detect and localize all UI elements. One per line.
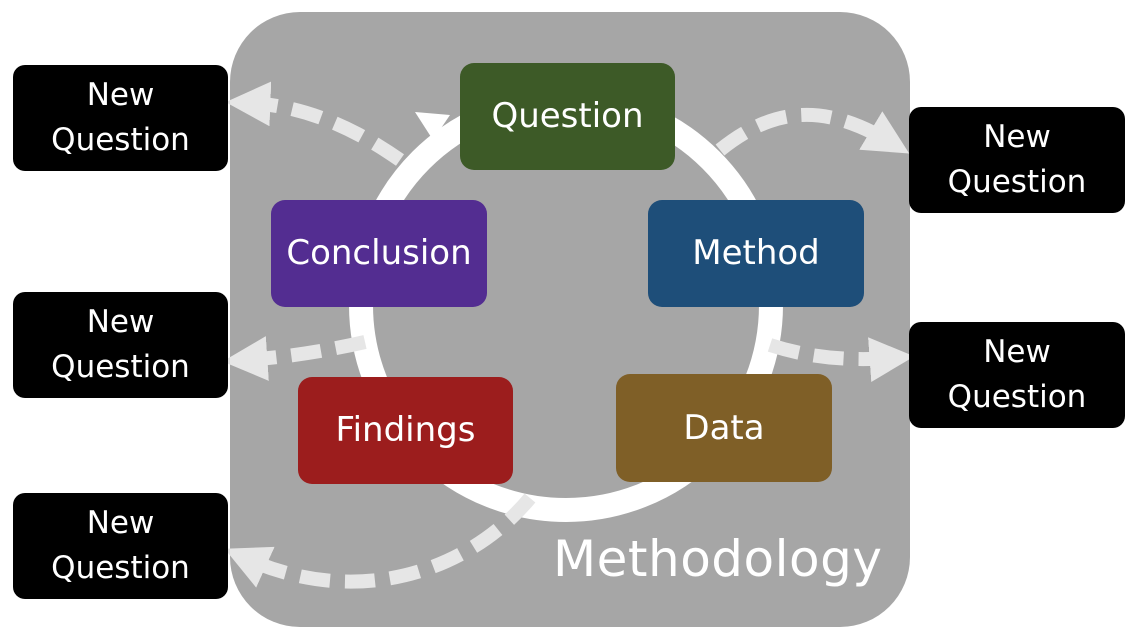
new-question-line2: Question — [947, 379, 1087, 415]
step-conclusion: Conclusion — [271, 200, 487, 307]
dashed-arrow-to-new-question-top-left — [225, 81, 405, 166]
panel-label: Methodology — [553, 530, 883, 588]
new-question-line2: Question — [51, 122, 190, 158]
new-question-line1: New — [86, 505, 155, 542]
step-method: Method — [648, 200, 864, 307]
new-question-line2: Question — [51, 349, 190, 385]
step-data: Data — [616, 374, 832, 482]
step-findings: Findings — [298, 377, 513, 484]
new-question-line1: New — [983, 119, 1051, 156]
new-question-line1: New — [86, 304, 155, 341]
new-question-line1: New — [86, 77, 155, 114]
dashed-arrow-to-new-question-middle-left — [222, 335, 367, 381]
dashed-arrow-to-new-question-bottom-left — [224, 493, 536, 589]
dashed-arrow-to-new-question-middle-right — [767, 337, 915, 382]
new-question-line2: Question — [51, 550, 190, 586]
cycle-arrowhead — [415, 112, 450, 140]
dashed-arrow-to-new-question-top-right — [715, 107, 910, 156]
new-question-line2: Question — [947, 164, 1087, 200]
step-question: Question — [460, 63, 675, 170]
new-question-line1: New — [983, 334, 1051, 371]
